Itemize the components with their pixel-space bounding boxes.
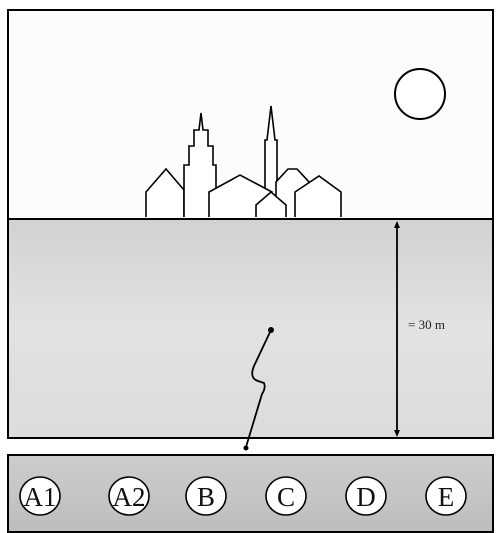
zone-label-a2: A2 (113, 482, 146, 512)
zone-label-c: C (277, 482, 295, 512)
sun-icon (395, 69, 445, 119)
zone-label-e: E (438, 482, 455, 512)
zone-d: D (346, 477, 386, 515)
depth-label: = 30 m (408, 317, 445, 332)
zone-a1: A1 (20, 477, 60, 515)
zone-a2: A2 (109, 477, 149, 515)
zone-label-d: D (356, 482, 376, 512)
zone-b: B (186, 477, 226, 515)
zone-label-a1: A1 (24, 482, 57, 512)
zone-label-b: B (197, 482, 215, 512)
zone-e: E (426, 477, 466, 515)
zone-strip (8, 455, 493, 532)
zone-c: C (266, 477, 306, 515)
surface-point (244, 446, 249, 451)
